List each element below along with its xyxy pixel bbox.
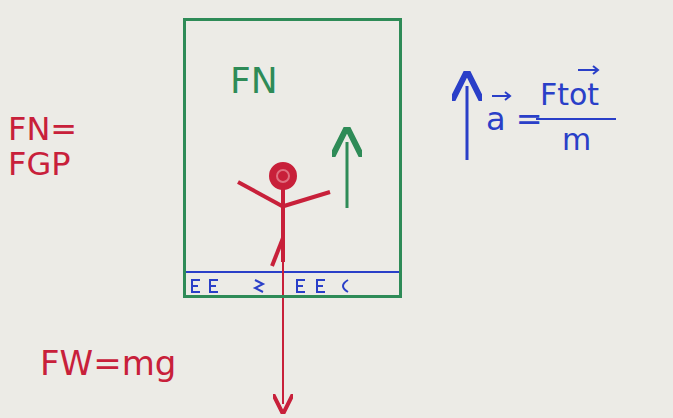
weight-arrow — [282, 225, 284, 404]
fraction-numerator: Ftot — [540, 78, 599, 111]
acceleration-arrow — [466, 86, 469, 160]
force-label: FN — [230, 61, 278, 101]
weight-equation: FW=mg — [40, 345, 176, 382]
elevator-box: FN — [183, 18, 402, 298]
force-equation: FN= FGP — [8, 112, 103, 182]
elevator-floor — [185, 272, 400, 292]
normal-force-arrow — [346, 142, 349, 208]
acceleration-term: a = — [486, 102, 543, 137]
fraction-denominator: m — [562, 123, 591, 156]
